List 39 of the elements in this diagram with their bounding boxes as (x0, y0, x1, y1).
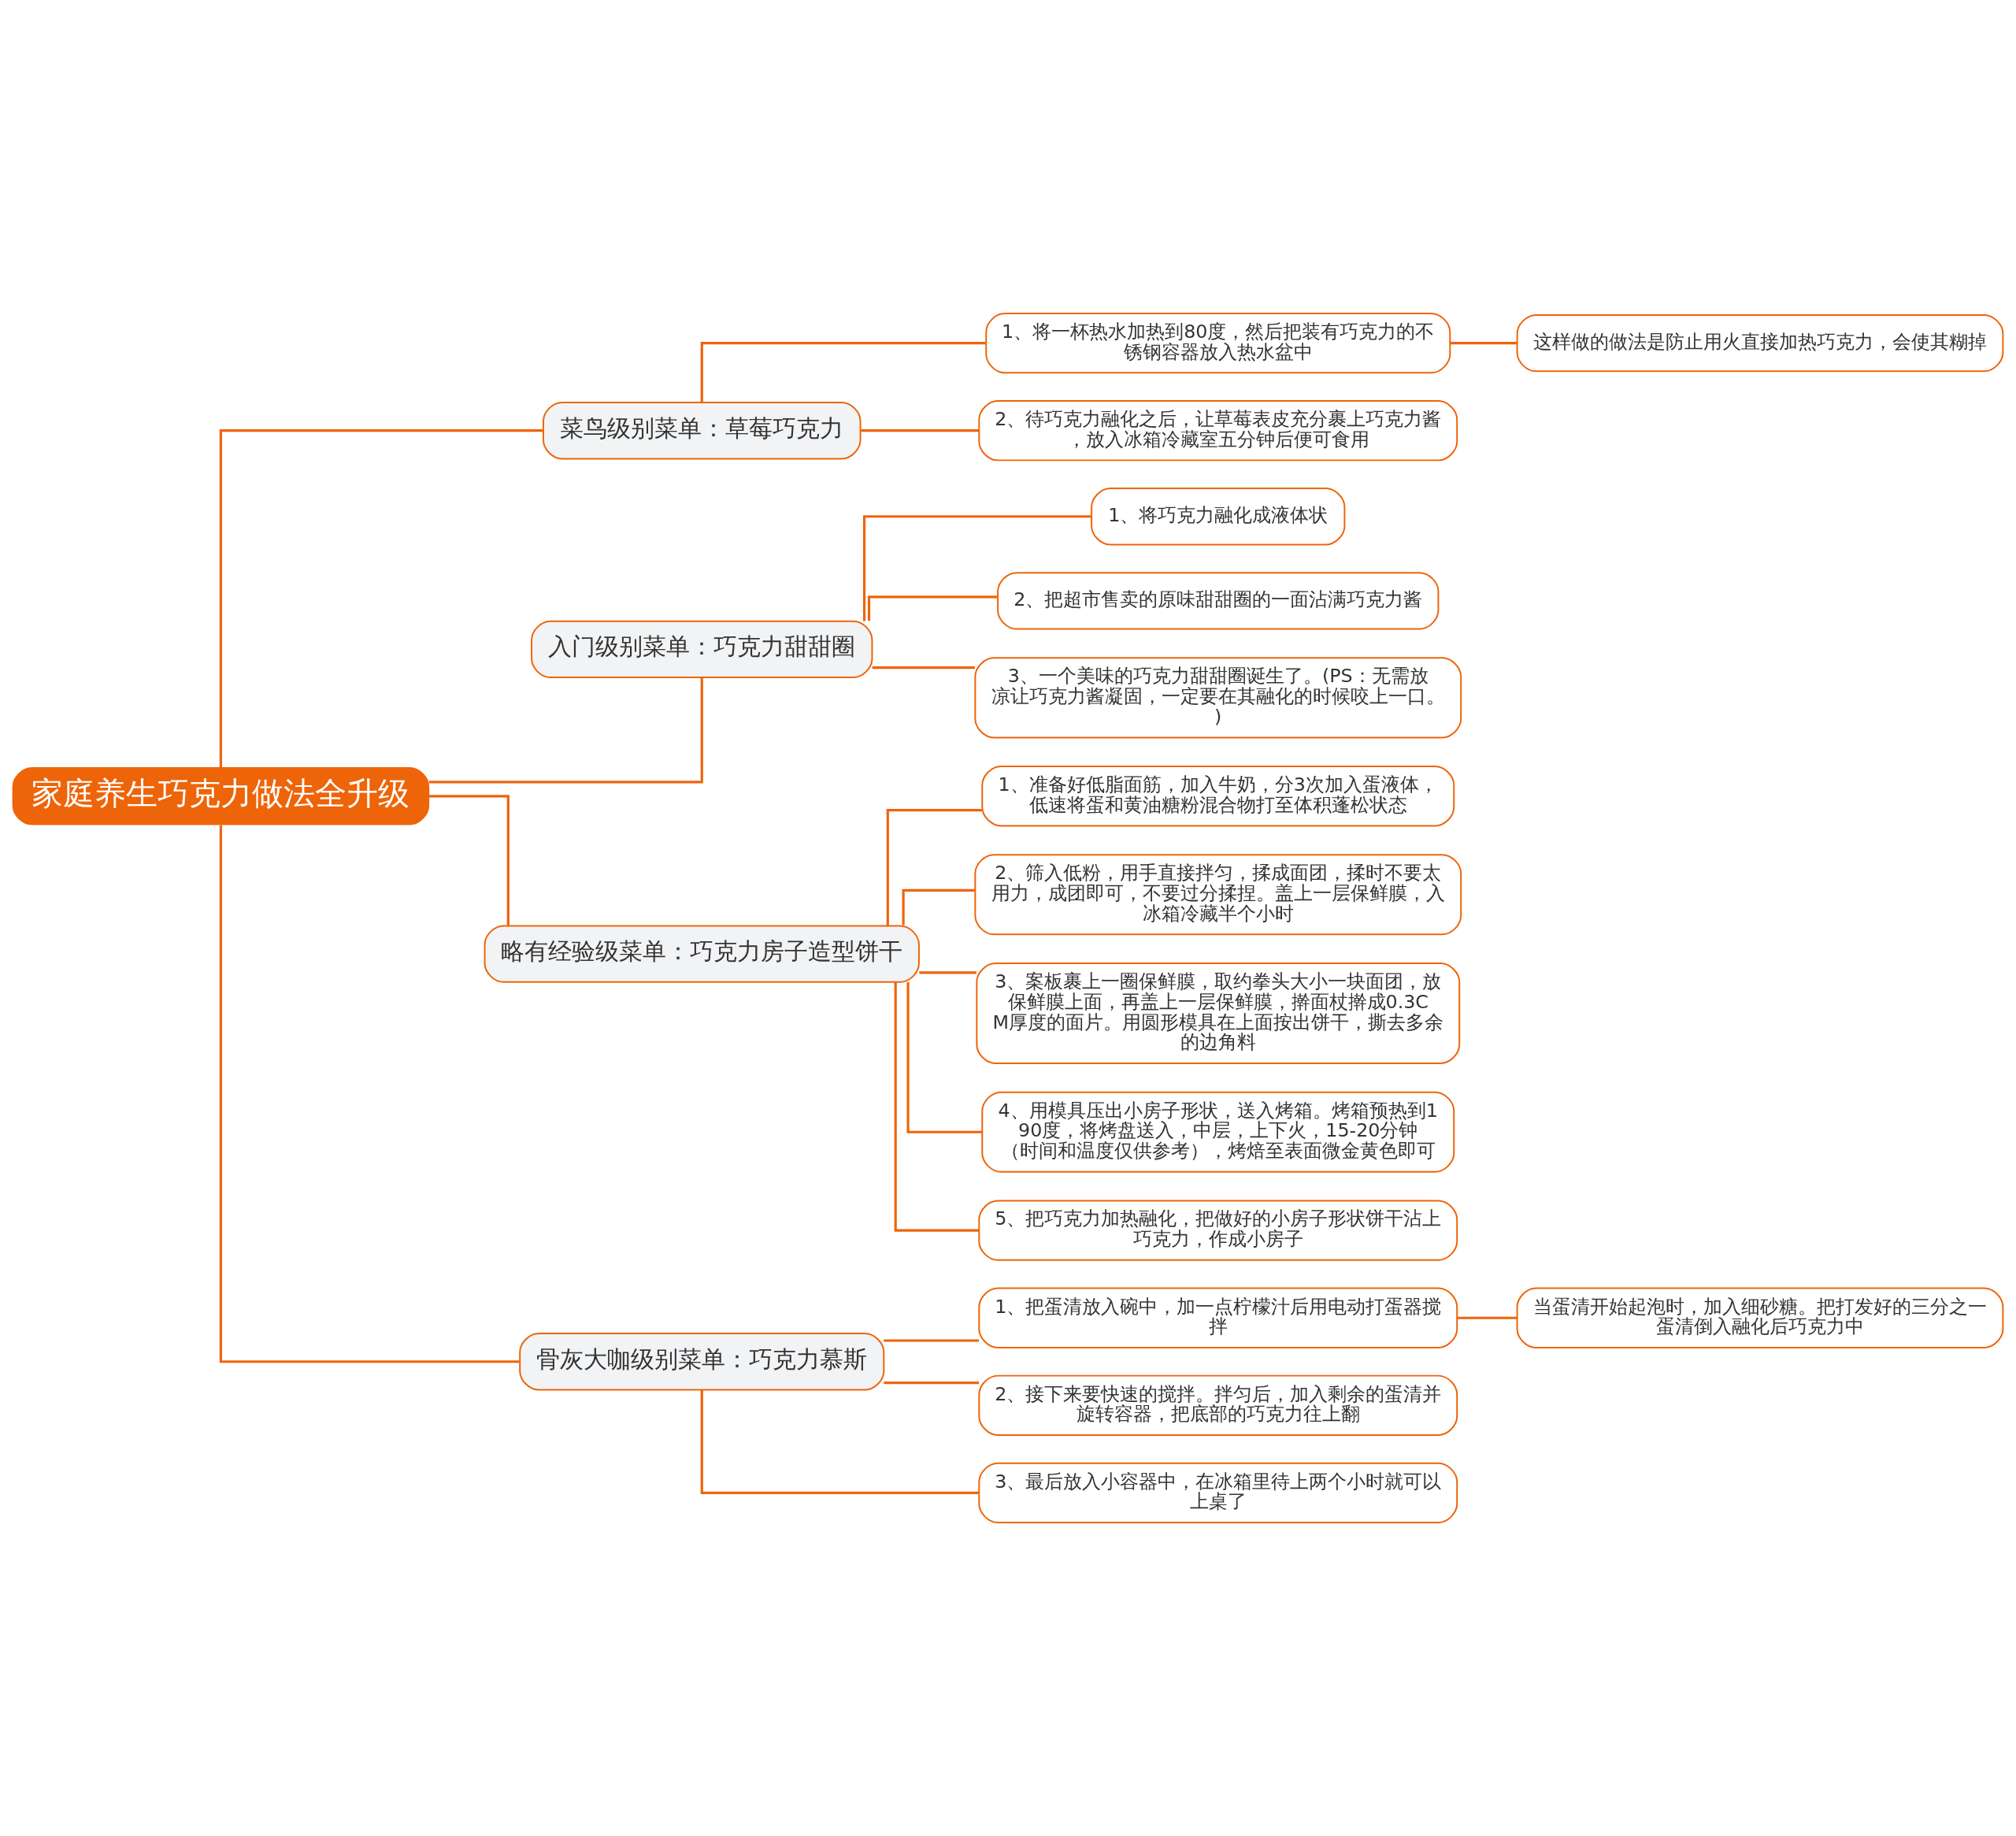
node-box: 1、把蛋清放入碗中，加一点柠檬汁后用电动打蛋器搅拌 (978, 1287, 1458, 1348)
node-box: 略有经验级菜单：巧克力房子造型饼干 (484, 925, 920, 983)
connector (884, 1339, 980, 1342)
node-box: 5、把巧克力加热融化，把做好的小房子形状饼干沾上巧克力，作成小房子 (978, 1200, 1458, 1261)
connector (894, 982, 980, 1232)
connector (219, 825, 520, 1363)
connector (886, 809, 982, 926)
connector (700, 342, 986, 402)
node-box: 菜鸟级别菜单：草莓巧克力 (542, 402, 862, 460)
node-box: 骨灰大咖级别菜单：巧克力慕斯 (519, 1333, 885, 1391)
connector (872, 666, 976, 669)
node-box: 1、将一杯热水加热到80度，然后把装有巧克力的不锈钢容器放入热水盆中 (985, 312, 1451, 374)
node-box: 2、待巧克力融化之后，让草莓表皮充分裹上巧克力酱，放入冰箱冷藏室五分钟后便可食用 (978, 400, 1458, 462)
connector (919, 971, 976, 974)
connector (906, 981, 982, 1133)
node-box: 3、最后放入小容器中，在冰箱里待上两个小时就可以上桌了 (978, 1462, 1458, 1524)
connector (219, 429, 543, 768)
connector (428, 677, 703, 784)
connector (700, 1389, 979, 1494)
node-box: 3、一个美味的巧克力甜甜圈诞生了。(PS：无需放凉让巧克力酱凝固，一定要在其融化的时候咬上一口。) (974, 657, 1462, 739)
node-box: 当蛋清开始起泡时，加入细砂糖。把打发好的三分之一蛋清倒入融化后巧克力中 (1516, 1287, 2004, 1348)
connector (1457, 1316, 1518, 1319)
node-box: 1、准备好低脂面筋，加入牛奶，分3次加入蛋液体，低速将蛋和黄油糖粉混合物打至体积蓬松状态 (981, 766, 1455, 827)
node-box: 2、筛入低粉，用手直接拌匀，揉成面团，揉时不要太用力，成团即可，不要过分揉捏。盖上一层保鲜膜，入冰箱冷藏半个小时 (974, 854, 1462, 936)
node-box: 1、将巧克力融化成液体状 (1091, 488, 1346, 546)
node-box: 这样做的做法是防止用火直接加热巧克力，会使其糊掉 (1516, 313, 2004, 373)
connector (902, 888, 976, 925)
connector (884, 1381, 980, 1385)
node-box: 家庭养生巧克力做法全升级 (12, 767, 430, 825)
connector (867, 595, 998, 621)
connector (1450, 342, 1518, 345)
connector (861, 429, 979, 432)
connector (428, 795, 510, 926)
node-box: 3、案板裹上一圈保鲜膜，取约拳头大小一块面团，放保鲜膜上面，再盖上一层保鲜膜，擀面杖擀成0.3CM厚度的面片。用圆形模具在上面按出饼干，撕去多余的边角料 (976, 963, 1461, 1064)
node-box: 2、把超市售卖的原味甜甜圈的一面沾满巧克力酱 (997, 572, 1440, 630)
node-box: 入门级别菜单：巧克力甜甜圈 (531, 620, 873, 679)
node-box: 2、接下来要快速的搅拌。拌匀后，加入剩余的蛋清并旋转容器，把底部的巧克力往上翻 (978, 1374, 1458, 1436)
node-box: 4、用模具压出小房子形状，送入烤箱。烤箱预热到190度，将烤盘送入，中层，上下火，15-20分钟（时间和温度仅供参考），烤焙至表面微金黄色即可 (981, 1091, 1455, 1173)
connector (862, 515, 1091, 621)
